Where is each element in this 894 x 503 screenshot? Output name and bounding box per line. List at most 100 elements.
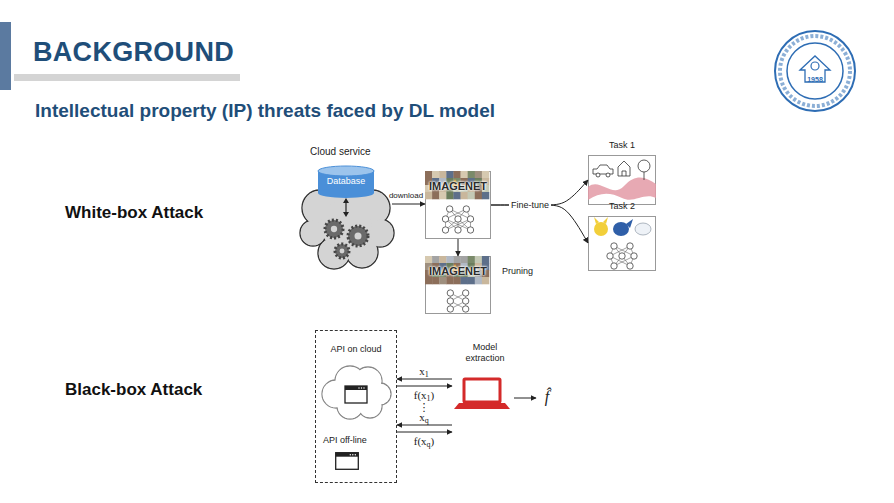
cylinder-bottom bbox=[318, 188, 374, 198]
image-tile bbox=[446, 171, 453, 178]
api-cloud: API on cloud bbox=[320, 360, 392, 420]
api-group-box: API on cloudAPI off-line bbox=[315, 330, 397, 483]
logo-emblem-dot bbox=[811, 62, 819, 70]
math-text: f(x bbox=[414, 435, 427, 447]
network-neuron bbox=[447, 306, 453, 312]
creature-wing bbox=[626, 219, 633, 228]
image-tile bbox=[482, 277, 489, 284]
node-heading: Model extraction bbox=[458, 342, 512, 364]
logo-emblem bbox=[800, 56, 830, 82]
network-neuron bbox=[462, 306, 468, 312]
node-heading: Task 1 bbox=[609, 140, 635, 150]
image-tile bbox=[439, 192, 446, 199]
university-logo bbox=[775, 31, 855, 111]
output-arrow bbox=[514, 398, 536, 399]
slide-title: BACKGROUND bbox=[33, 37, 234, 68]
row-heading: Black-box Attack bbox=[65, 380, 202, 400]
cloud-service: Cloud serviceDatabase bbox=[300, 163, 392, 268]
task-box-art bbox=[588, 155, 656, 205]
network-neuron bbox=[467, 216, 473, 222]
connector-arrow bbox=[397, 425, 452, 426]
network-neuron bbox=[607, 253, 613, 259]
accent-bar bbox=[0, 22, 11, 90]
image-tile bbox=[432, 192, 439, 199]
image-tile bbox=[468, 171, 475, 178]
network-neuron bbox=[447, 290, 453, 296]
task-box: Task 1 bbox=[588, 155, 656, 205]
image-tile bbox=[475, 192, 482, 199]
logo-year: 1958 bbox=[807, 76, 823, 83]
api-window-art bbox=[335, 452, 359, 470]
sync-head bbox=[343, 198, 349, 203]
row-heading: White-box Attack bbox=[65, 203, 203, 223]
connector-arrow bbox=[458, 239, 459, 256]
network-neuron bbox=[455, 216, 461, 222]
math-text: f(x bbox=[414, 389, 427, 401]
api-cloud-art bbox=[320, 360, 392, 420]
image-tile bbox=[453, 256, 460, 263]
window-frame bbox=[345, 386, 367, 403]
node-heading: Database bbox=[318, 176, 374, 186]
network-neuron bbox=[631, 253, 637, 259]
math-text: ) bbox=[431, 435, 435, 447]
pruned-model-box-art bbox=[425, 256, 491, 314]
image-tile bbox=[432, 256, 439, 263]
laptop-screen bbox=[464, 379, 500, 402]
task-band bbox=[588, 177, 656, 200]
image-tile bbox=[425, 192, 432, 199]
network-neuron bbox=[462, 290, 468, 296]
subscript: q bbox=[425, 416, 429, 425]
image-tile bbox=[453, 171, 460, 178]
task-box: Task 2 bbox=[588, 216, 656, 271]
gear-hub bbox=[331, 226, 337, 232]
edge-label: download bbox=[389, 192, 423, 200]
window-dot bbox=[361, 387, 362, 388]
image-tile bbox=[475, 277, 482, 284]
window-dot bbox=[355, 454, 356, 455]
car-sketch bbox=[593, 165, 613, 174]
image-tile bbox=[425, 256, 432, 263]
network-neuron bbox=[467, 227, 473, 233]
house-sketch bbox=[618, 161, 630, 176]
pruned-model-box: IMAGENETPruning bbox=[425, 256, 491, 314]
model-symbol: f̂ bbox=[545, 388, 549, 406]
math-text: x bbox=[419, 365, 425, 377]
network-neuron bbox=[442, 227, 448, 233]
signal-label: xq bbox=[419, 412, 429, 423]
subscript: 1 bbox=[425, 370, 429, 379]
node-heading: API on cloud bbox=[320, 344, 392, 354]
gear-teeth bbox=[335, 244, 349, 258]
node-heading: Task 2 bbox=[609, 201, 635, 211]
connector-arrow bbox=[397, 432, 452, 433]
subscript: q bbox=[427, 440, 431, 449]
image-tile bbox=[482, 192, 489, 199]
slide-subtitle: Intellectual property (IP) threats faced… bbox=[35, 100, 495, 122]
network-neuron bbox=[611, 263, 617, 269]
logo-text-ring bbox=[780, 36, 850, 106]
subscript: 1 bbox=[427, 394, 431, 403]
image-tile bbox=[482, 256, 489, 263]
cloud-fill bbox=[339, 377, 374, 412]
image-tile bbox=[432, 277, 439, 284]
network-neuron bbox=[627, 263, 633, 269]
image-tile bbox=[446, 192, 453, 199]
node-heading: IMAGENET bbox=[426, 265, 490, 277]
node-heading: Cloud service bbox=[310, 146, 371, 157]
network-neuron bbox=[463, 206, 469, 212]
image-tile bbox=[446, 256, 453, 263]
logo-inner-ring bbox=[787, 43, 843, 99]
signal-label: x1 bbox=[419, 366, 429, 377]
image-tile bbox=[468, 277, 475, 284]
image-tile bbox=[475, 256, 482, 263]
window-dot bbox=[363, 387, 364, 388]
gear-teeth bbox=[325, 220, 343, 238]
image-tile bbox=[439, 256, 446, 263]
math-text: ) bbox=[431, 389, 435, 401]
network-neuron bbox=[462, 298, 468, 304]
image-tile bbox=[475, 171, 482, 178]
creature-white bbox=[635, 223, 651, 235]
image-tile bbox=[468, 256, 475, 263]
